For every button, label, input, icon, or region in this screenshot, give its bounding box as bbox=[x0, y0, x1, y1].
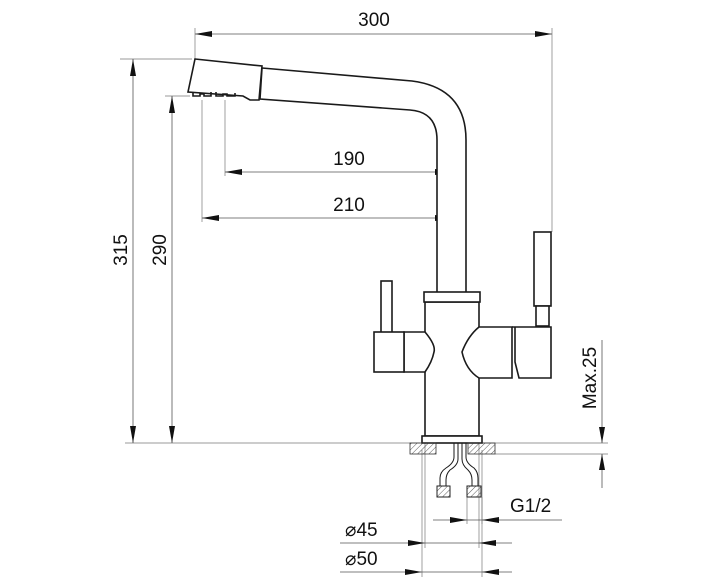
hose-fitting-right bbox=[466, 485, 482, 498]
dimension-d50: ⌀50 bbox=[340, 549, 512, 575]
dimension-label-g12: G1/2 bbox=[510, 496, 551, 517]
hose-fitting-left bbox=[436, 485, 451, 498]
dimension-label-max-25: Max.25 bbox=[580, 347, 601, 409]
spout bbox=[259, 67, 467, 294]
dimension-d45: ⌀45 bbox=[340, 520, 512, 546]
dimension-label-190: 190 bbox=[333, 149, 365, 170]
left-connector bbox=[403, 331, 436, 373]
right-connector bbox=[461, 326, 513, 379]
left-handle-block bbox=[373, 331, 405, 373]
spray-head bbox=[187, 58, 263, 101]
nozzles bbox=[192, 92, 236, 97]
extension-lines bbox=[120, 28, 608, 577]
dimension-label-290: 290 bbox=[150, 234, 171, 266]
faucet bbox=[187, 58, 552, 498]
dimension-300: 300 bbox=[195, 10, 552, 37]
base-ring bbox=[421, 435, 483, 444]
dimension-190: 190 bbox=[225, 149, 452, 175]
dimension-g12: G1/2 bbox=[433, 496, 562, 523]
dimension-label-315: 315 bbox=[111, 234, 132, 266]
countertop-section-right bbox=[467, 442, 496, 455]
dimension-label-d50: ⌀50 bbox=[345, 549, 378, 570]
right-handle-block bbox=[512, 326, 552, 379]
dimension-label-d45: ⌀45 bbox=[345, 520, 378, 541]
right-lever-stem bbox=[535, 305, 550, 327]
body-cap bbox=[423, 291, 481, 303]
countertop-section-left bbox=[409, 442, 437, 455]
dimension-315: 315 bbox=[111, 59, 136, 443]
dimension-label-300: 300 bbox=[358, 10, 390, 31]
dimension-290: 290 bbox=[150, 96, 175, 443]
left-lever bbox=[380, 280, 393, 334]
right-lever bbox=[533, 231, 552, 307]
dimension-label-210: 210 bbox=[333, 195, 365, 216]
dimension-max-25: Max.25 bbox=[580, 340, 605, 488]
supply-hoses bbox=[436, 443, 482, 498]
dimension-210: 210 bbox=[202, 195, 452, 221]
